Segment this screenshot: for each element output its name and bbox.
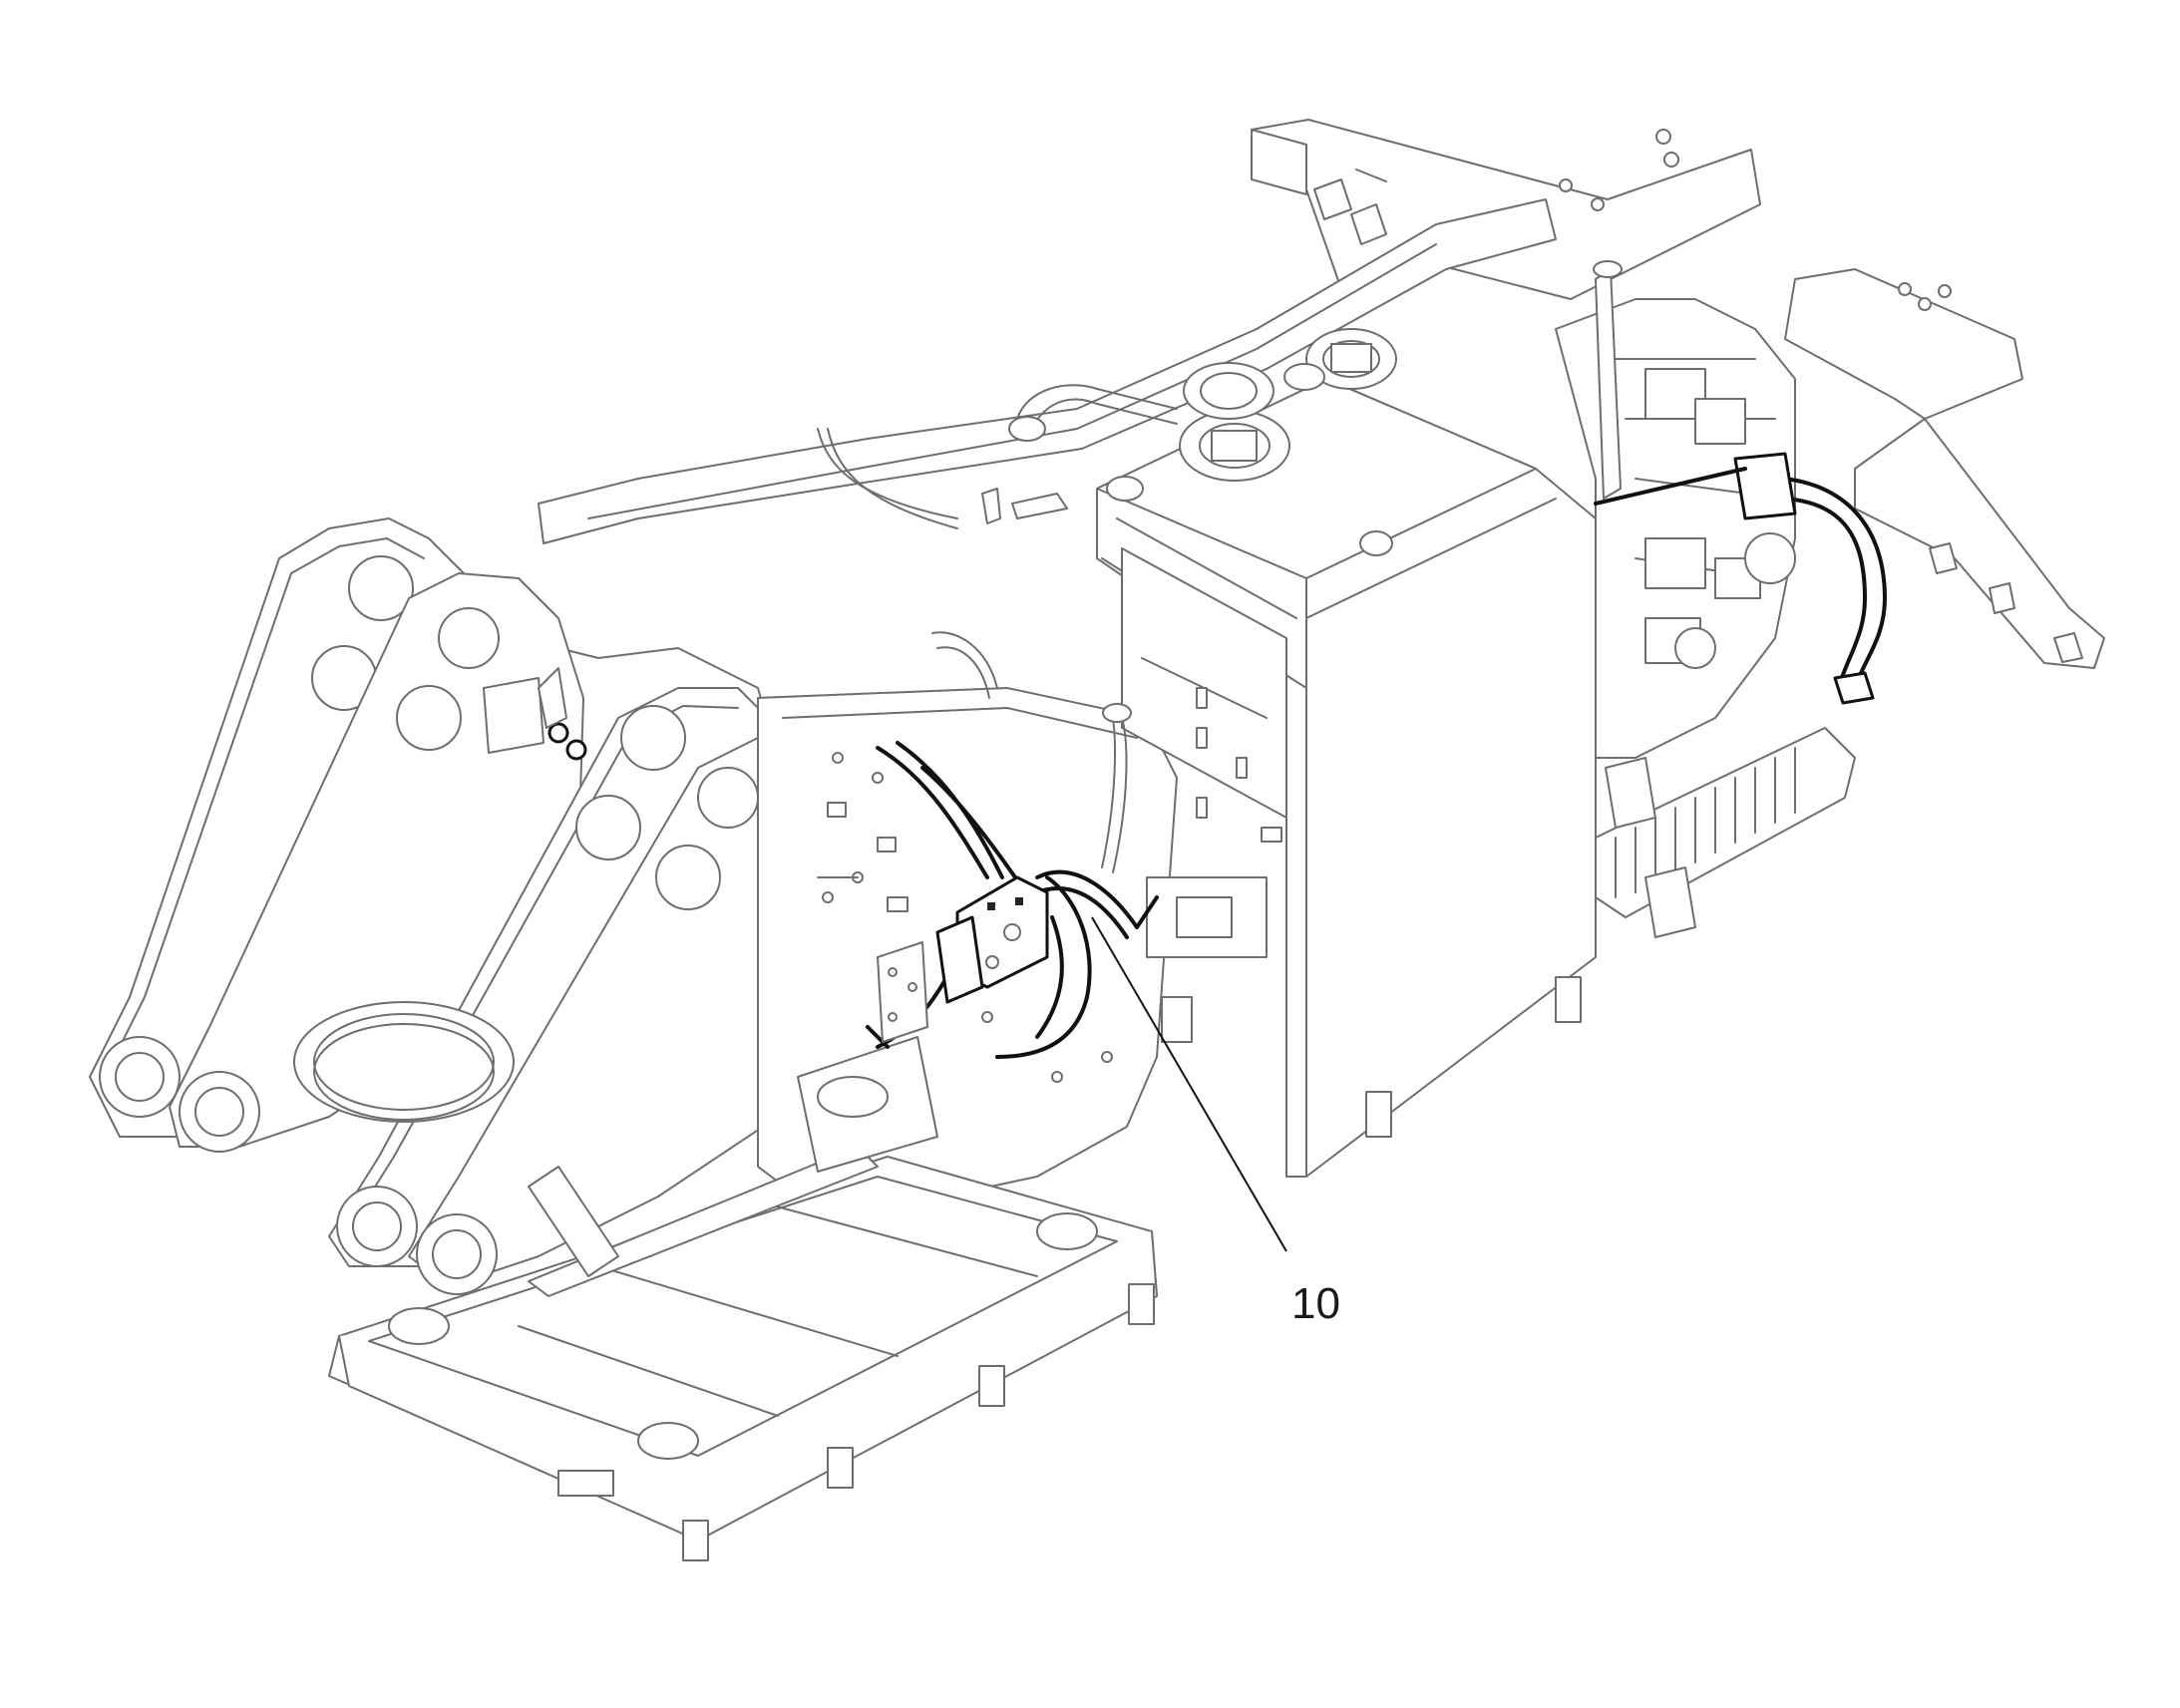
tank-cover-ports — [1106, 328, 1397, 556]
engine-pump-assembly — [1555, 260, 1796, 759]
longitudinal-beam — [538, 198, 1557, 544]
boom-mount-plate-mid — [169, 572, 584, 1153]
leader-line-10 — [1091, 916, 1287, 1252]
counterweight-tray — [328, 1156, 1158, 1561]
tank-side-plate — [1121, 547, 1287, 958]
hydraulic-hose-right — [1594, 452, 1887, 705]
misc-hoses — [817, 631, 1132, 878]
exhaust-bellows — [1595, 727, 1856, 938]
valve-block — [935, 875, 1049, 1004]
left-valve-fittings — [483, 667, 587, 761]
boom-mount-plate-inner — [408, 737, 869, 1295]
rear-frame-rail-lower — [1784, 268, 2105, 669]
support-frame — [528, 1036, 938, 1297]
callout-label-10: 10 — [1291, 1279, 1340, 1328]
valve-mount-bracket — [877, 941, 928, 1043]
callout-10: 10 — [1091, 916, 1340, 1328]
hydraulic-tank — [1096, 378, 1597, 1178]
slew-ring — [293, 1001, 515, 1123]
upper-hose-loop — [817, 384, 1178, 529]
